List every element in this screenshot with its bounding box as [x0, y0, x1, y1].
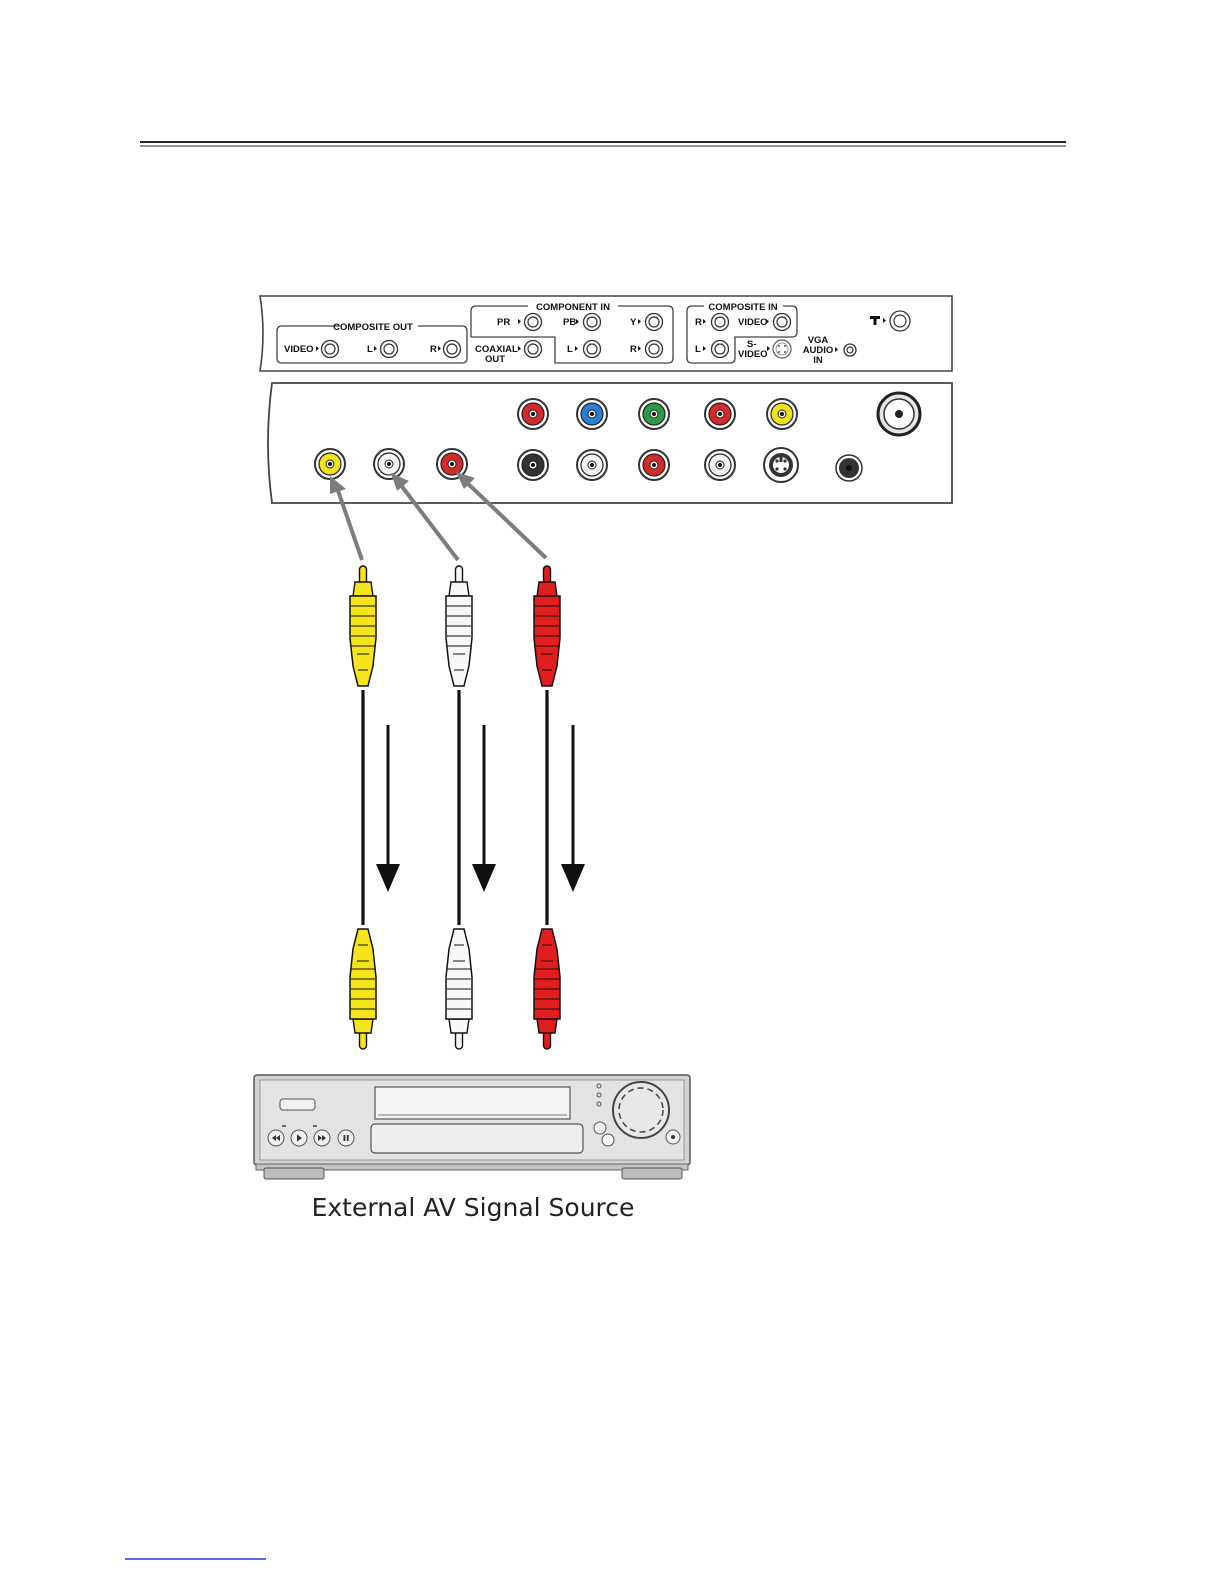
jack-outline-icon — [712, 341, 729, 358]
jack-outline-icon — [322, 341, 339, 358]
svideo-label-2: VIDEO — [738, 349, 768, 360]
av-cables — [350, 566, 560, 1049]
component-audio-l-label: L — [567, 344, 573, 355]
component-pr-label: PR — [497, 317, 510, 328]
rca-jack-yellow-icon — [767, 399, 797, 429]
composite-in-r-label: R — [695, 317, 702, 328]
jack-outline-icon — [646, 341, 663, 358]
jack-outline-icon — [646, 314, 663, 331]
composite-out-video-label: VIDEO — [284, 344, 314, 355]
rca-cable-red — [534, 566, 560, 1049]
svideo-jack-icon — [764, 448, 798, 482]
jack-outline-icon — [844, 344, 856, 356]
composite-out-r-label: R — [430, 344, 437, 355]
vcr-device-icon — [254, 1075, 690, 1179]
rca-plug-red-icon — [534, 929, 560, 1049]
coaxial-out-label: OUT — [485, 354, 505, 365]
rca-jack-green-icon — [639, 399, 669, 429]
jack-outline-icon — [774, 314, 791, 331]
composite-out-title: COMPOSITE OUT — [333, 322, 413, 333]
arrow-down-icon — [376, 725, 400, 892]
arrow-down-icon — [561, 725, 585, 892]
rca-cable-white — [446, 566, 472, 1049]
jack-outline-icon — [525, 341, 542, 358]
svideo-jack-outline-icon — [773, 340, 791, 358]
jack-outline-icon — [525, 314, 542, 331]
rca-plug-yellow-icon — [350, 566, 376, 686]
rca-jack-white-icon — [374, 449, 404, 479]
vga-audio-jack-icon — [836, 455, 862, 481]
rca-cable-yellow — [350, 566, 376, 1049]
rca-plug-yellow-icon — [350, 929, 376, 1049]
jack-outline-icon — [444, 341, 461, 358]
rca-jack-blue-icon — [577, 399, 607, 429]
arrow-down-icon — [472, 725, 496, 892]
component-audio-r-label: R — [630, 344, 637, 355]
jack-outline-icon — [584, 314, 601, 331]
rca-jack-red-icon — [518, 399, 548, 429]
composite-in-video-label: VIDEO — [738, 317, 768, 328]
jack-outline-icon — [381, 341, 398, 358]
jack-outline-icon — [584, 341, 601, 358]
component-pb-label: PB — [563, 317, 576, 328]
rca-plug-white-icon — [446, 566, 472, 686]
rear-panel-jacks — [268, 383, 952, 503]
component-in-title: COMPONENT IN — [536, 302, 610, 313]
rca-jack-red-icon — [639, 450, 669, 480]
component-y-label: Y — [630, 317, 637, 328]
vga-in-label: IN — [813, 355, 823, 366]
composite-in-l-label: L — [695, 344, 701, 355]
signal-direction-arrows — [376, 725, 585, 892]
rca-jack-white-icon — [705, 450, 735, 480]
rca-plug-white-icon — [446, 929, 472, 1049]
coax-jack-icon — [878, 393, 920, 435]
composite-out-l-label: L — [367, 344, 373, 355]
caption: External AV Signal Source — [312, 1193, 635, 1222]
rca-jack-yellow-icon — [315, 449, 345, 479]
rca-jack-black-icon — [518, 450, 548, 480]
rear-panel-labels: COMPOSITE OUT VIDEO L R COMPONENT IN PR … — [260, 296, 952, 371]
jack-outline-icon — [712, 314, 729, 331]
jack-outline-icon — [890, 311, 910, 331]
header-rule — [140, 142, 1066, 146]
rca-jack-red-icon — [705, 399, 735, 429]
rca-jack-white-icon — [577, 450, 607, 480]
composite-in-title: COMPOSITE IN — [708, 302, 777, 313]
rca-plug-red-icon — [534, 566, 560, 686]
